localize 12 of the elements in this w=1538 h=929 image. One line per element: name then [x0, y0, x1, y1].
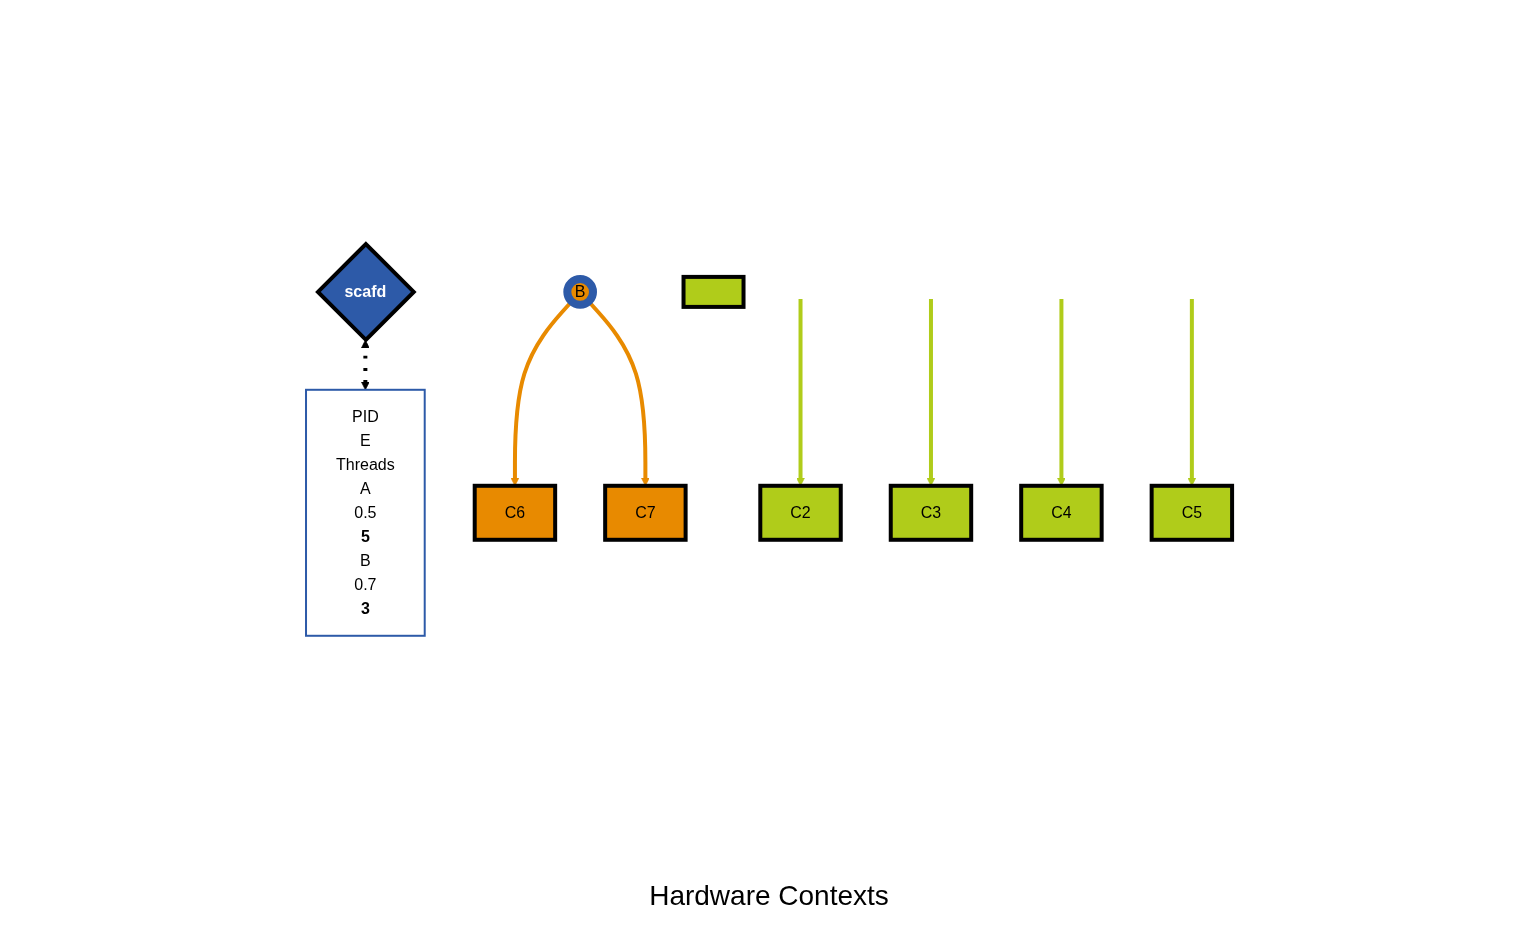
node-box: PID E Threads A 0.5 5 B 0.7 3 — [304, 388, 426, 637]
node-box: C5 — [1149, 483, 1235, 542]
arrow — [360, 339, 370, 391]
node-box: C4 — [1019, 483, 1104, 542]
node-box: C7 — [603, 483, 688, 542]
node-box: C3 — [888, 483, 974, 542]
node-box: C2 — [758, 483, 843, 542]
caption-text: Hardware Contexts — [648, 880, 890, 912]
node-diamond: scafd — [315, 241, 417, 343]
node-box — [681, 275, 746, 309]
node-box: C6 — [472, 483, 558, 542]
node-circle: B — [563, 275, 597, 309]
